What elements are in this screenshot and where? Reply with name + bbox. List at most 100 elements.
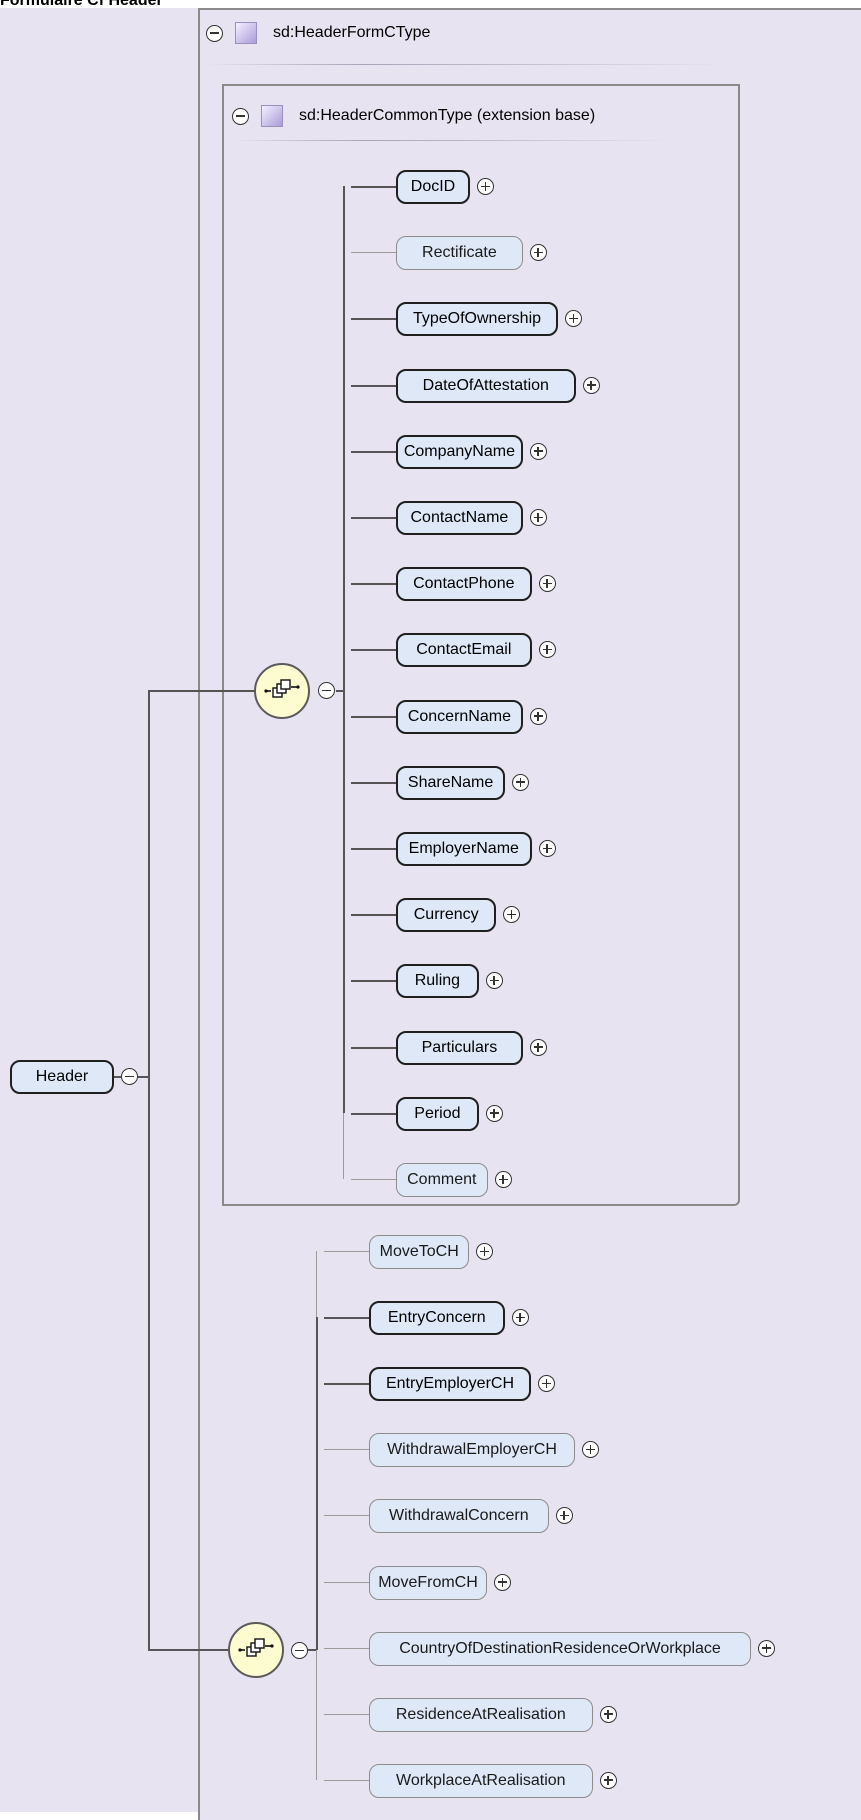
element-label: EntryEmployerCH xyxy=(385,1375,515,1393)
element-withdrawal-employer-ch[interactable]: WithdrawalEmployerCH xyxy=(369,1433,575,1468)
expand-period-icon[interactable] xyxy=(485,1104,503,1122)
element-share-name[interactable]: ShareName xyxy=(396,765,506,800)
element-residence-at-realisation[interactable]: ResidenceAtRealisation xyxy=(369,1697,593,1732)
element-label: CountryOfDestinationResidenceOrWorkplace xyxy=(399,1639,721,1657)
element-entry-concern[interactable]: EntryConcern xyxy=(369,1301,505,1336)
expand-employer-name-icon[interactable] xyxy=(538,840,556,857)
element-label: ConcernName xyxy=(407,707,511,725)
page-title: Formulaire Cf Header xyxy=(0,0,163,9)
element-label: MoveToCH xyxy=(379,1243,459,1260)
expand-country-of-destination-residence-or-workplace-icon[interactable] xyxy=(758,1639,775,1657)
element-move-from-ch[interactable]: MoveFromCH xyxy=(369,1565,487,1600)
connector-entry-employer-ch xyxy=(324,1383,369,1386)
expand-contact-name-icon[interactable] xyxy=(529,509,547,526)
collapse-form-type-icon[interactable] xyxy=(206,24,223,42)
element-label: WithdrawalEmployerCH xyxy=(387,1441,557,1459)
form-sequence-node[interactable] xyxy=(228,1622,284,1678)
element-currency[interactable]: Currency xyxy=(396,898,497,933)
connector-ruling xyxy=(351,980,396,983)
connector-date-of-attestation xyxy=(351,384,396,387)
element-date-of-attestation[interactable]: DateOfAttestation xyxy=(396,368,576,403)
element-label: ContactName xyxy=(410,509,509,526)
expand-share-name-icon[interactable] xyxy=(512,773,530,791)
expand-doc-id-icon[interactable] xyxy=(477,178,494,195)
element-country-of-destination-residence-or-workplace[interactable]: CountryOfDestinationResidenceOrWorkplace xyxy=(369,1631,751,1666)
connector-move-to-ch xyxy=(324,1251,369,1252)
element-contact-name[interactable]: ContactName xyxy=(396,501,523,535)
expand-entry-employer-ch-icon[interactable] xyxy=(538,1375,555,1393)
expand-ruling-icon[interactable] xyxy=(485,972,503,990)
expand-concern-name-icon[interactable] xyxy=(529,707,547,725)
element-label: MoveFromCH xyxy=(378,1573,478,1591)
element-contact-phone[interactable]: ContactPhone xyxy=(396,567,532,602)
element-contact-email[interactable]: ContactEmail xyxy=(396,633,532,668)
element-concern-name[interactable]: ConcernName xyxy=(396,699,523,734)
sequence-compositor-icon xyxy=(238,1638,274,1657)
connector-rectificate xyxy=(351,252,396,254)
element-label: EntryConcern xyxy=(387,1309,486,1327)
expand-entry-concern-icon[interactable] xyxy=(511,1309,529,1327)
element-ruling[interactable]: Ruling xyxy=(396,964,479,999)
collapse-common-type-icon[interactable] xyxy=(232,107,249,125)
header-root-node[interactable]: Header xyxy=(10,1060,114,1094)
element-period[interactable]: Period xyxy=(396,1096,479,1131)
expand-workplace-at-realisation-icon[interactable] xyxy=(599,1771,617,1789)
connector-move-from-ch xyxy=(324,1581,369,1583)
element-label: Ruling xyxy=(414,972,461,990)
expand-particulars-icon[interactable] xyxy=(529,1038,547,1056)
connector-share-name xyxy=(351,781,396,784)
element-type-of-ownership[interactable]: TypeOfOwnership xyxy=(396,302,558,337)
element-workplace-at-realisation[interactable]: WorkplaceAtRealisation xyxy=(369,1763,593,1798)
connector-withdrawal-employer-ch xyxy=(324,1449,369,1451)
element-label: Period xyxy=(414,1104,461,1122)
header-form-type-header: sd:HeaderFormCType xyxy=(206,22,430,44)
expand-currency-icon[interactable] xyxy=(503,906,521,924)
expand-rectificate-icon[interactable] xyxy=(529,244,547,262)
complex-type-icon xyxy=(235,22,257,44)
element-particulars[interactable]: Particulars xyxy=(396,1030,523,1065)
connector-period xyxy=(351,1112,396,1115)
element-label: ResidenceAtRealisation xyxy=(395,1705,566,1723)
element-label: Comment xyxy=(407,1171,477,1188)
element-move-to-ch[interactable]: MoveToCH xyxy=(369,1235,470,1269)
element-label: EmployerName xyxy=(408,840,519,857)
connector-contact-phone xyxy=(351,583,396,586)
connector-currency xyxy=(351,914,396,917)
element-label: CompanyName xyxy=(403,442,515,460)
expand-type-of-ownership-icon[interactable] xyxy=(565,310,582,328)
expand-contact-email-icon[interactable] xyxy=(538,641,556,659)
element-doc-id[interactable]: DocID xyxy=(396,170,470,204)
element-rectificate[interactable]: Rectificate xyxy=(396,236,523,271)
connector-header-trunk-stub xyxy=(138,1076,150,1078)
collapse-header-icon[interactable] xyxy=(121,1068,138,1085)
element-label: ContactPhone xyxy=(413,575,515,593)
expand-contact-phone-icon[interactable] xyxy=(538,575,556,593)
element-comment[interactable]: Comment xyxy=(396,1163,488,1197)
expand-move-from-ch-icon[interactable] xyxy=(494,1573,511,1591)
collapse-common-sequence-icon[interactable] xyxy=(318,682,335,699)
connector-type-of-ownership xyxy=(351,318,396,321)
form-type-divider xyxy=(206,64,726,65)
element-withdrawal-concern[interactable]: WithdrawalConcern xyxy=(369,1499,549,1534)
header-common-type-header: sd:HeaderCommonType (extension base) xyxy=(232,105,595,127)
element-label: ShareName xyxy=(407,773,494,791)
element-entry-employer-ch[interactable]: EntryEmployerCH xyxy=(369,1367,531,1402)
connector-contact-email xyxy=(351,649,396,652)
complex-type-icon xyxy=(261,105,283,127)
expand-residence-at-realisation-icon[interactable] xyxy=(599,1705,617,1723)
expand-company-name-icon[interactable] xyxy=(529,442,547,460)
element-company-name[interactable]: CompanyName xyxy=(396,434,523,469)
expand-withdrawal-employer-ch-icon[interactable] xyxy=(582,1441,599,1459)
connector-country-of-destination-residence-or-workplace xyxy=(324,1647,369,1649)
expand-move-to-ch-icon[interactable] xyxy=(476,1243,494,1260)
collapse-form-sequence-icon[interactable] xyxy=(291,1642,308,1659)
header-root-label: Header xyxy=(35,1068,89,1085)
expand-withdrawal-concern-icon[interactable] xyxy=(555,1507,573,1525)
expand-date-of-attestation-icon[interactable] xyxy=(582,376,600,394)
common-sequence-node[interactable] xyxy=(254,663,310,719)
element-label: Rectificate xyxy=(422,244,497,262)
connector-header-trunk xyxy=(148,690,150,1650)
connector-doc-id xyxy=(351,186,396,188)
element-employer-name[interactable]: EmployerName xyxy=(396,832,532,866)
expand-comment-icon[interactable] xyxy=(494,1171,512,1188)
